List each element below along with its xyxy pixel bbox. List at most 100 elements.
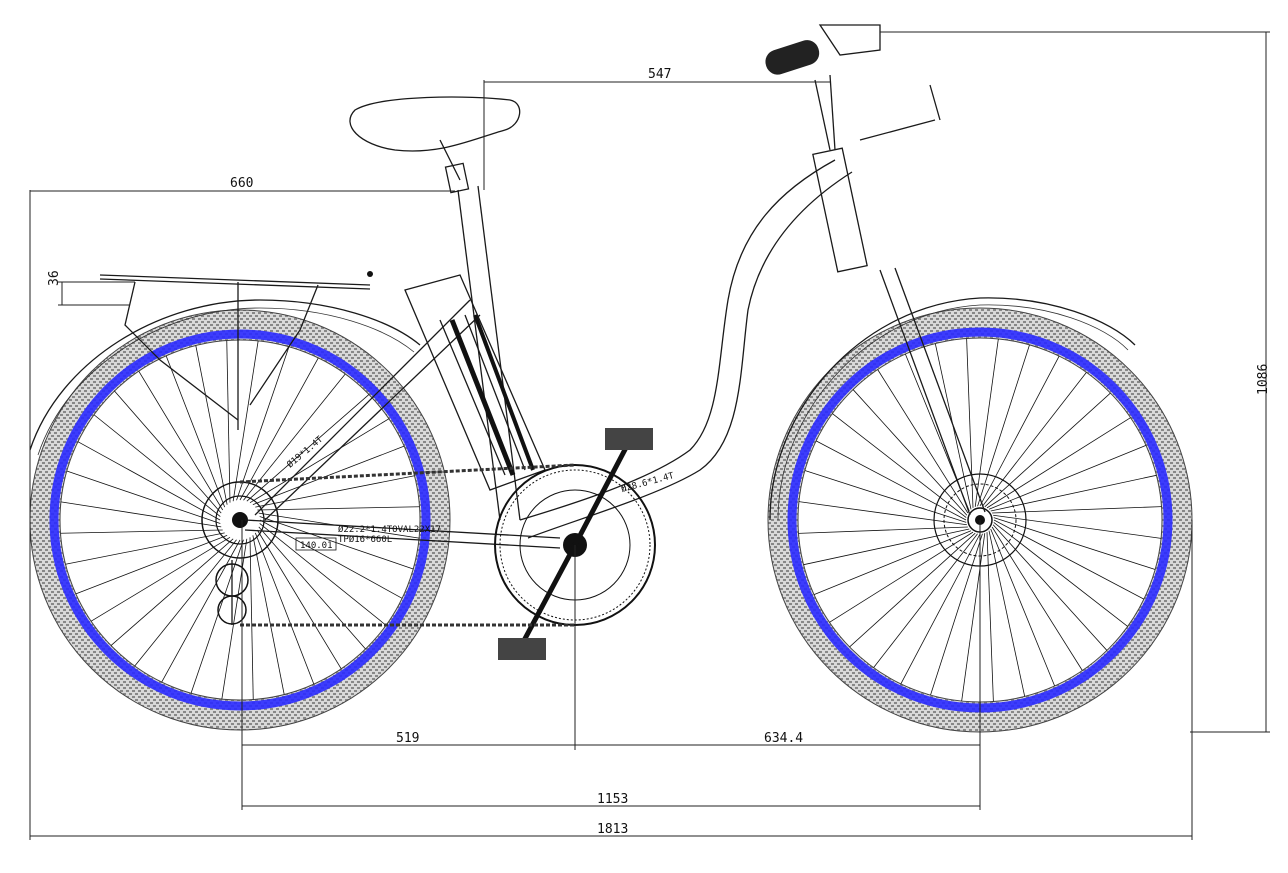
- spoke: [813, 530, 972, 596]
- dim-wheelbase: 1153: [241, 520, 981, 810]
- spoke: [993, 519, 1145, 600]
- spoke: [990, 528, 1056, 687]
- rear-derailleur: [215, 560, 249, 625]
- chainstay-label: Ø22.2*1.4TOVAL22X17: [338, 524, 441, 535]
- spoke: [803, 528, 970, 566]
- spoke: [900, 533, 981, 685]
- spoke: [60, 501, 222, 528]
- spoke: [974, 338, 999, 507]
- saddle: [349, 96, 521, 194]
- dim-total-length: 1813: [29, 440, 1193, 840]
- spoke: [252, 535, 285, 695]
- rear-wheel: [29, 309, 451, 731]
- spoke: [993, 514, 1162, 539]
- front-spokes: [798, 338, 1162, 702]
- spoke: [246, 394, 370, 502]
- spoke: [75, 534, 228, 595]
- rear-hub: [232, 512, 248, 528]
- spoke: [984, 392, 1111, 508]
- dim-top-tube-reach: 547: [483, 67, 830, 190]
- svg-text:547: 547: [648, 67, 671, 82]
- spoke: [804, 470, 967, 523]
- spoke: [256, 529, 342, 670]
- chain: [239, 463, 576, 627]
- spoke: [114, 390, 222, 514]
- svg-text:660: 660: [230, 176, 253, 191]
- spoke: [249, 418, 390, 504]
- spoke: [815, 440, 967, 521]
- spoke: [226, 340, 231, 503]
- spoke: [986, 532, 994, 702]
- svg-text:634.4: 634.4: [764, 731, 803, 746]
- spoke: [259, 516, 414, 570]
- spoke: [161, 539, 241, 683]
- spoke: [239, 357, 319, 501]
- svg-text:1086: 1086: [1256, 364, 1271, 395]
- spoke: [930, 533, 983, 696]
- stay-box-label: 140.01: [300, 541, 333, 551]
- spoke: [165, 355, 226, 508]
- spoke: [798, 501, 967, 526]
- spoke: [190, 539, 244, 694]
- spoke: [93, 414, 221, 517]
- svg-text:519: 519: [396, 731, 419, 746]
- dim-crank-offsets: 519 634.4: [242, 545, 980, 750]
- spoke: [798, 526, 968, 534]
- spoke: [252, 445, 405, 506]
- svg-text:36: 36: [47, 270, 62, 286]
- spoke: [988, 530, 1026, 697]
- spoke: [243, 373, 346, 501]
- spoke: [138, 370, 224, 511]
- spoke: [982, 372, 1087, 507]
- spoke: [852, 389, 968, 516]
- spoke: [254, 532, 315, 685]
- spoke: [993, 522, 1128, 627]
- spoke: [257, 506, 420, 511]
- spoke: [232, 340, 259, 502]
- spoke: [829, 531, 974, 623]
- spoke: [877, 369, 969, 514]
- svg-text:1813: 1813: [597, 822, 628, 837]
- spoke: [961, 533, 986, 702]
- spoke: [65, 532, 225, 565]
- rear-rack: [99, 271, 373, 430]
- spoke: [77, 441, 221, 521]
- spoke: [849, 532, 976, 648]
- spoke: [259, 519, 403, 599]
- svg-text:1153: 1153: [597, 792, 628, 807]
- spoke: [992, 524, 1108, 651]
- spoke: [195, 345, 228, 505]
- spoke: [988, 444, 1147, 510]
- spoke: [221, 538, 248, 700]
- dim-rack-height: 36: [47, 270, 135, 306]
- spoke: [249, 537, 254, 700]
- spoke: [991, 526, 1083, 671]
- spoke: [873, 533, 978, 668]
- spoke: [90, 536, 231, 622]
- spoke: [986, 417, 1131, 509]
- pedal-bottom: [498, 638, 546, 660]
- chainstay-label-2: TPØ16*660L: [338, 534, 392, 545]
- rear-fender: [29, 299, 421, 451]
- spoke: [977, 344, 1030, 507]
- spoke: [990, 474, 1157, 512]
- spoke: [832, 413, 967, 518]
- spoke: [255, 475, 415, 508]
- pedal-top: [605, 428, 653, 450]
- dim-saddle-to-rear: 660: [29, 176, 455, 440]
- spoke: [979, 355, 1060, 507]
- spoke: [259, 523, 387, 626]
- handlebar: [765, 24, 941, 151]
- front-fender: [769, 297, 1136, 521]
- frame: [244, 147, 986, 549]
- rear-rim: [49, 329, 431, 711]
- spoke: [66, 470, 221, 524]
- spoke: [966, 338, 974, 508]
- spoke: [134, 539, 237, 667]
- spoke: [258, 526, 366, 650]
- rear-spokes: [60, 340, 420, 700]
- spoke: [60, 529, 223, 534]
- dim-total-height: 1086: [880, 31, 1271, 733]
- spoke: [236, 346, 290, 501]
